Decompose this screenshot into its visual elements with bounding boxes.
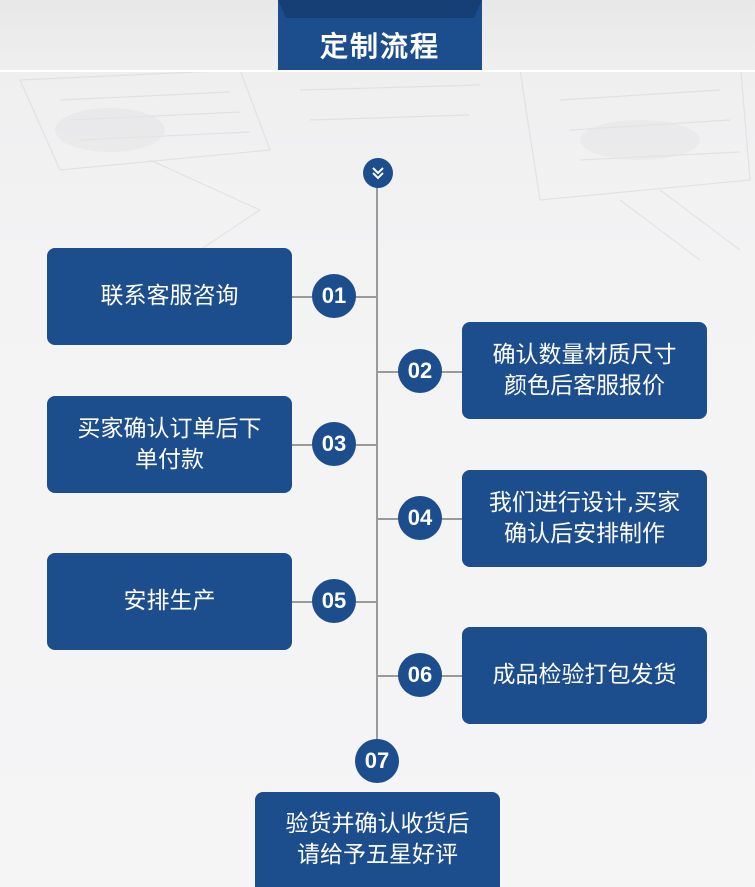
step-text-line: 验货并确认收货后 [285,810,470,837]
double-chevron-down-icon [363,158,393,188]
step-box-07: 验货并确认收货后 请给予五星好评 [255,792,500,887]
step-text-line: 成品检验打包发货 [492,662,677,688]
step-number-04: 04 [398,496,442,540]
step-text-line: 我们进行设计,买家 [488,489,681,516]
step-text-line: 请给予五星好评 [297,841,458,868]
step-number-03: 03 [312,422,356,466]
step-text-line: 买家确认订单后下 [77,415,262,442]
step-number-02: 02 [398,349,442,393]
step-text-line: 单付款 [135,446,204,473]
step-number-01: 01 [312,274,356,318]
title-tab: 定制流程 [278,0,482,70]
step-text-line: 安排生产 [123,588,216,614]
step-box-04: 我们进行设计,买家 确认后安排制作 [462,470,707,567]
step-text-line: 颜色后客服报价 [504,372,665,399]
step-text-line: 确认后安排制作 [504,520,665,547]
step-number-05: 05 [312,579,356,623]
step-box-05: 安排生产 [47,553,292,650]
step-box-01: 联系客服咨询 [47,248,292,345]
step-box-03: 买家确认订单后下 单付款 [47,396,292,493]
step-text-line: 确认数量材质尺寸 [492,341,677,368]
step-box-06: 成品检验打包发货 [462,627,707,724]
step-number-06: 06 [398,653,442,697]
blueprint-sketch-background [19,60,751,261]
timeline-line [376,185,378,740]
page-title: 定制流程 [319,30,440,63]
step-text-line: 联系客服咨询 [100,283,239,309]
step-box-02: 确认数量材质尺寸 颜色后客服报价 [462,322,707,419]
step-number-07: 07 [355,739,399,783]
